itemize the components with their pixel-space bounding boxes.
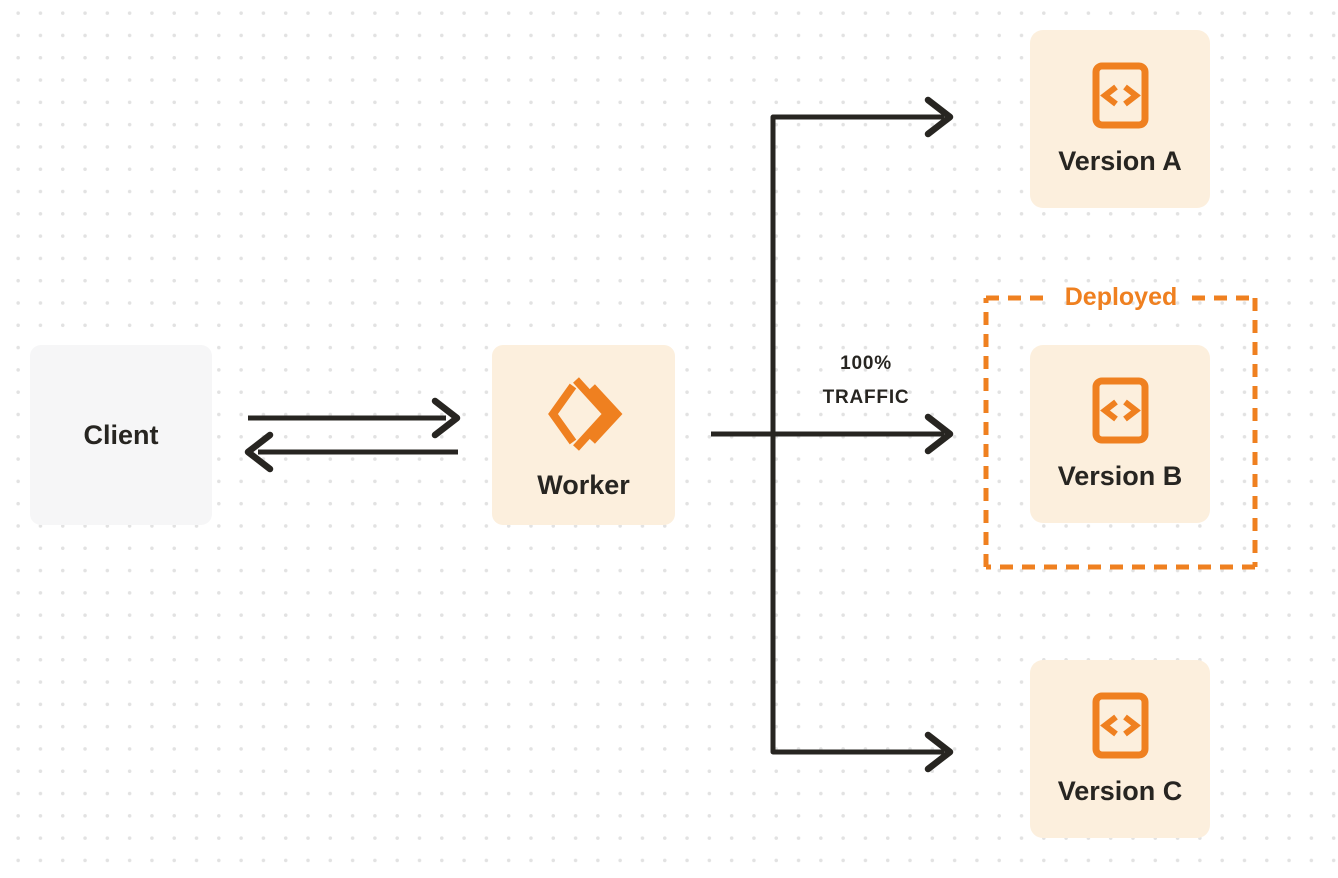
client-label: Client (83, 419, 159, 450)
version-a-label: Version A (1058, 145, 1182, 176)
node-client: Client (30, 345, 212, 525)
arrowhead-right-icon (431, 397, 461, 439)
edge-worker-version-a-c (770, 96, 954, 773)
deployed-frame (983, 295, 1258, 570)
workers-logo-icon (545, 376, 623, 454)
worker-label: Worker (537, 469, 630, 500)
node-worker: Worker (492, 345, 675, 525)
edge-worker-version-b (711, 413, 954, 455)
version-b-label: Version B (1057, 460, 1183, 491)
traffic-word: TRAFFIC (822, 387, 910, 408)
node-version-b: Version B (1030, 345, 1210, 523)
deployed-annotation: Deployed (1064, 282, 1178, 311)
arrowhead-right-icon (924, 413, 954, 455)
arrowhead-left-icon (244, 431, 274, 473)
code-file-icon (1092, 377, 1149, 444)
code-file-icon (1092, 692, 1149, 759)
version-c-label: Version C (1057, 775, 1183, 806)
arrowhead-right-icon (924, 96, 954, 138)
traffic-percent: 100% (840, 353, 892, 374)
code-file-icon (1092, 62, 1149, 129)
arrowhead-right-icon (924, 731, 954, 773)
node-version-c: Version C (1030, 660, 1210, 838)
traffic-annotation: 100% TRAFFIC (776, 347, 956, 415)
edge-client-worker (244, 397, 461, 473)
node-version-a: Version A (1030, 30, 1210, 208)
